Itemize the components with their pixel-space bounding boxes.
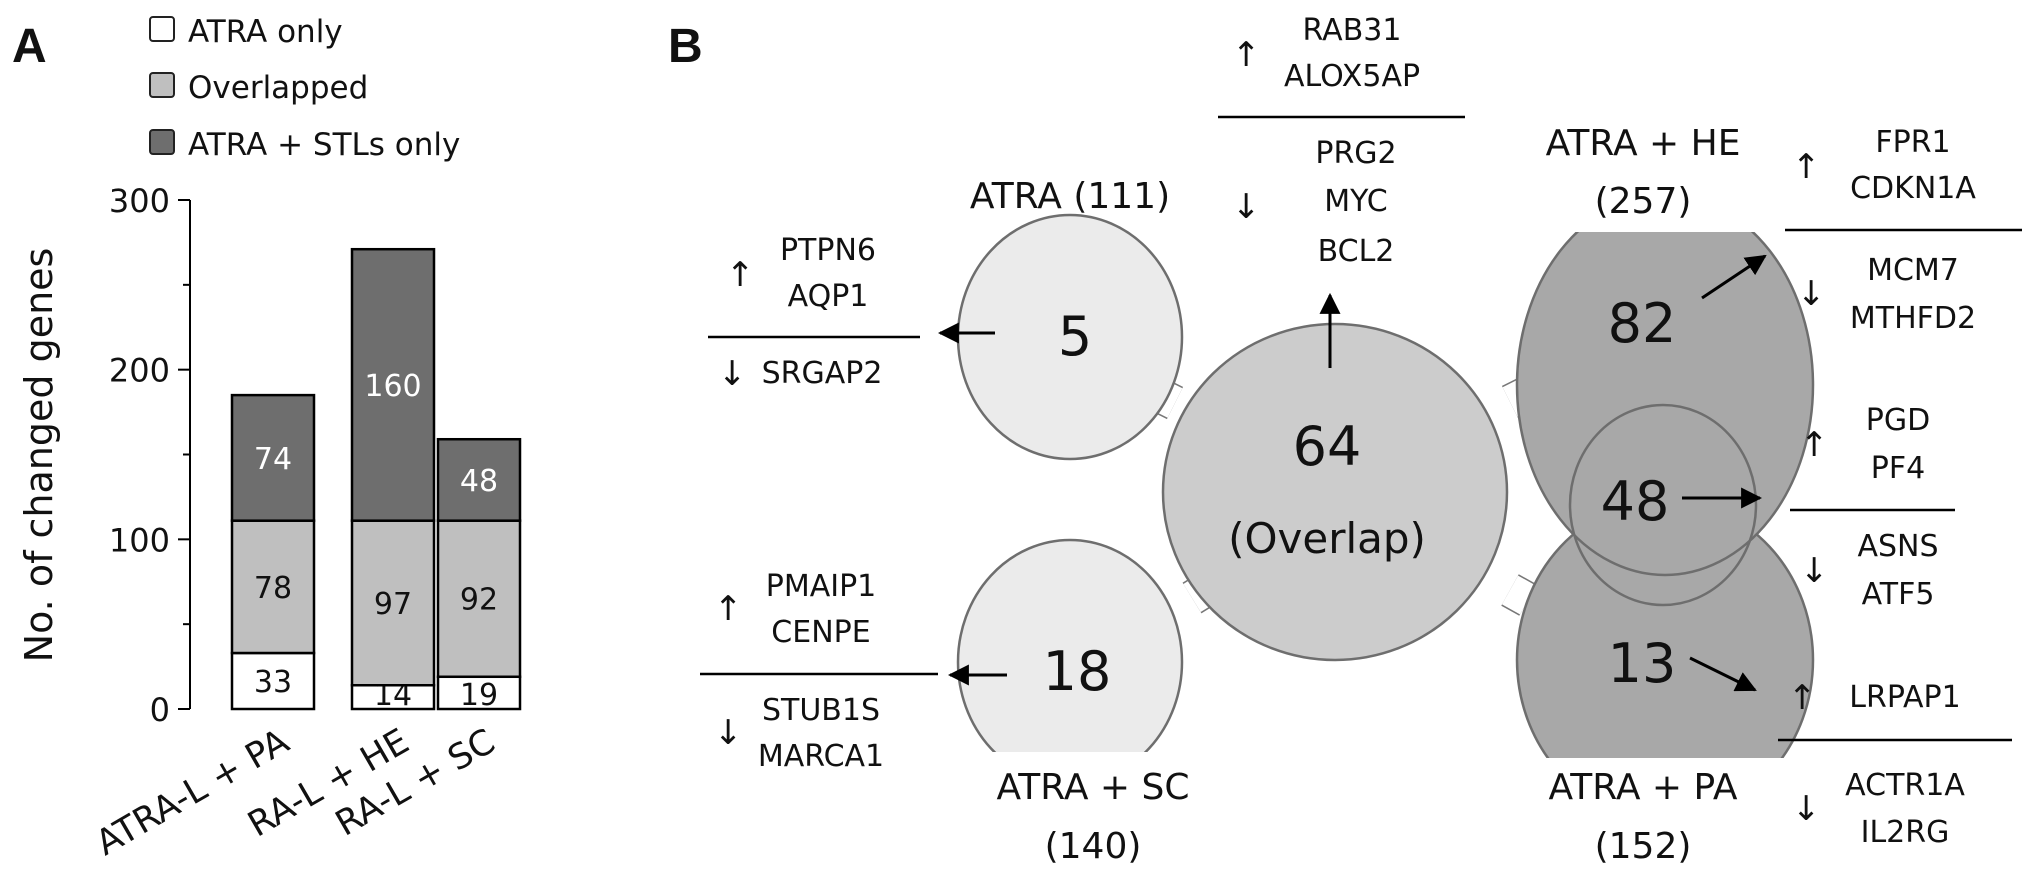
group-total-atra-he: (257) <box>1595 181 1692 222</box>
bar-segment <box>350 519 436 687</box>
gene-up: CDKN1A <box>1850 171 1976 206</box>
legend-swatch-atra-stls-only <box>149 129 175 155</box>
panel-b-letter: B <box>668 20 703 73</box>
legend-label-atra-stls-only: ATRA + STLs only <box>188 127 460 163</box>
gene-list-atra-pa: ↑ LRPAP1 ↓ ACTR1A IL2RG <box>1778 678 2012 850</box>
gene-down: STUB1S <box>762 693 880 728</box>
gene-up: LRPAP1 <box>1849 680 1960 715</box>
bar-segment <box>230 519 316 655</box>
bar-data-label: 33 <box>254 665 292 700</box>
gene-up: ALOX5AP <box>1284 59 1420 94</box>
arrow-atra-pa <box>1689 656 1757 692</box>
legend: ATRA only Overlapped ATRA + STLs only <box>149 14 460 163</box>
down-symbol: ↓ <box>714 713 743 753</box>
panel-b: B 5 18 64 (Overlap) <box>668 13 2022 867</box>
gene-list-he-pa: ↑ PGD PF4 ↓ ASNS ATF5 <box>1790 403 1955 612</box>
count-overlap: 64 <box>1293 415 1362 478</box>
bar-data-label: 97 <box>374 587 412 622</box>
venn-shapes <box>950 170 1830 828</box>
gene-list-atra-sc: ↑ PMAIP1 CENPE ↓ STUB1S MARCA1 <box>700 569 938 774</box>
bar-data-label: 92 <box>460 583 498 618</box>
gene-down: SRGAP2 <box>762 356 883 391</box>
gene-up: AQP1 <box>788 279 869 314</box>
gene-list-atra: ↑ PTPN6 AQP1 ↓ SRGAP2 <box>708 233 920 394</box>
y-tick-label: 100 <box>109 521 170 559</box>
up-symbol: ↑ <box>1792 147 1821 187</box>
bar-data-label: 74 <box>254 442 292 477</box>
gene-down: ACTR1A <box>1845 768 1965 803</box>
up-symbol: ↑ <box>1788 678 1817 718</box>
bar-data-label: 48 <box>460 464 498 499</box>
group-label-atra-sc: ATRA + SC <box>996 767 1189 808</box>
gene-list-atra-he: ↑ FPR1 CDKN1A ↓ MCM7 MTHFD2 <box>1785 125 2022 336</box>
down-symbol: ↓ <box>718 354 747 394</box>
up-symbol: ↑ <box>714 589 743 629</box>
y-tick-label: 0 <box>150 691 170 729</box>
panel-a-letter: A <box>12 20 47 73</box>
bar-segment <box>350 247 436 522</box>
down-symbol: ↓ <box>1792 789 1821 829</box>
group-label-atra: ATRA (111) <box>970 176 1170 217</box>
arrow-atra-he <box>1701 254 1767 300</box>
legend-label-overlapped: Overlapped <box>188 70 368 106</box>
bar-segment <box>436 437 522 522</box>
gene-down: IL2RG <box>1861 815 1950 850</box>
down-symbol: ↓ <box>1800 551 1829 591</box>
overlap-label: (Overlap) <box>1228 514 1426 563</box>
down-symbol: ↓ <box>1797 274 1826 314</box>
up-symbol: ↑ <box>1800 425 1829 465</box>
count-he-pa: 48 <box>1601 470 1670 533</box>
venn-circle-overlap <box>1161 322 1509 662</box>
down-symbol: ↓ <box>1232 187 1261 227</box>
legend-swatch-atra-only <box>149 16 175 42</box>
panel-a: A ATRA only Overlapped ATRA + STLs only … <box>12 14 522 864</box>
gene-down: MTHFD2 <box>1850 301 1976 336</box>
gene-list-overlap: ↑ RAB31 ALOX5AP ↓ PRG2 MYC BCL2 <box>1218 13 1465 269</box>
count-atra: 5 <box>1058 305 1092 368</box>
gene-up: PMAIP1 <box>766 569 877 604</box>
bar-segment <box>230 651 316 711</box>
group-label-atra-pa: ATRA + PA <box>1548 767 1737 808</box>
group-total-atra-sc: (140) <box>1045 826 1142 867</box>
y-axis: 0 100 200 300 No. of changed genes <box>17 182 191 729</box>
bar-segment <box>230 393 316 522</box>
gene-up: PGD <box>1866 403 1930 438</box>
gene-down: ATF5 <box>1862 577 1935 612</box>
up-symbol: ↑ <box>726 255 755 295</box>
count-atra-pa: 13 <box>1608 632 1677 695</box>
bar-segment <box>436 519 522 679</box>
gene-down: ASNS <box>1857 529 1938 564</box>
legend-swatch-overlapped <box>149 72 175 98</box>
y-tick-label: 200 <box>109 352 170 390</box>
group-label-atra-he: ATRA + HE <box>1546 123 1741 164</box>
legend-label-atra-only: ATRA only <box>188 14 343 50</box>
bar-data-label: 19 <box>460 678 498 713</box>
gene-down: BCL2 <box>1318 234 1395 269</box>
gene-down: MYC <box>1324 184 1388 219</box>
y-ticks: 0 100 200 300 <box>109 182 190 729</box>
count-atra-he: 82 <box>1608 292 1677 355</box>
arrows <box>937 254 1767 692</box>
gene-up: RAB31 <box>1303 13 1402 48</box>
gene-up: PF4 <box>1871 451 1925 486</box>
gene-down: PRG2 <box>1315 136 1396 171</box>
gene-up: CENPE <box>771 615 870 650</box>
y-axis-label: No. of changed genes <box>17 248 61 663</box>
gene-up: PTPN6 <box>780 233 876 268</box>
up-symbol: ↑ <box>1232 35 1261 75</box>
gene-down: MCM7 <box>1867 253 1959 288</box>
gene-up: FPR1 <box>1875 125 1950 160</box>
group-total-atra-pa: (152) <box>1595 826 1692 867</box>
y-tick-label: 300 <box>109 182 170 220</box>
bar-segment <box>436 675 522 711</box>
count-atra-sc: 18 <box>1043 640 1112 703</box>
bar-data-label: 78 <box>254 571 292 606</box>
bar-data-label: 160 <box>364 369 421 404</box>
gene-down: MARCA1 <box>758 739 884 774</box>
